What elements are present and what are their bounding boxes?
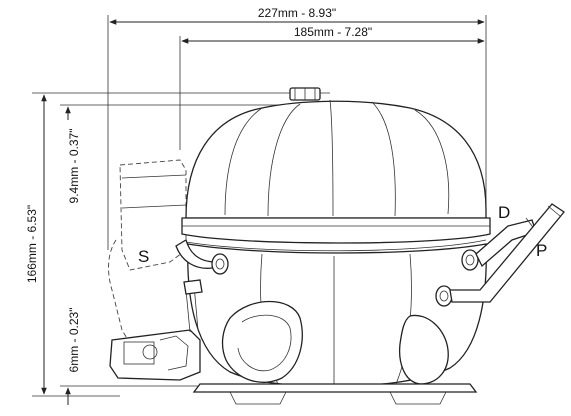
base-offset-label: 6mm - 0.23" xyxy=(67,308,81,373)
dimension-overall-width: 227mm - 8.93" xyxy=(107,6,487,250)
relay-box xyxy=(109,279,203,381)
mount-width-label: 185mm - 7.28" xyxy=(294,25,372,39)
process-port-label: P xyxy=(536,241,547,260)
discharge-port-label: D xyxy=(498,203,510,222)
mounting-feet xyxy=(192,300,478,405)
discharge-port: D xyxy=(461,203,539,271)
dimension-top-offset: 9.4mm - 0.37" xyxy=(60,104,300,204)
process-port: P xyxy=(435,203,565,307)
overall-width-label: 227mm - 8.93" xyxy=(258,6,336,20)
suction-port-label: S xyxy=(138,247,149,266)
suction-port: S xyxy=(138,239,229,275)
weld-seam xyxy=(181,217,491,252)
top-offset-label: 9.4mm - 0.37" xyxy=(67,129,81,204)
overall-height-label: 166mm - 6.53" xyxy=(25,205,39,283)
dimension-base-offset: 6mm - 0.23" xyxy=(60,308,200,405)
compressor-upper-shell xyxy=(185,99,487,219)
dimension-overall-height: 166mm - 6.53" xyxy=(25,92,330,397)
top-fitting xyxy=(289,87,321,101)
